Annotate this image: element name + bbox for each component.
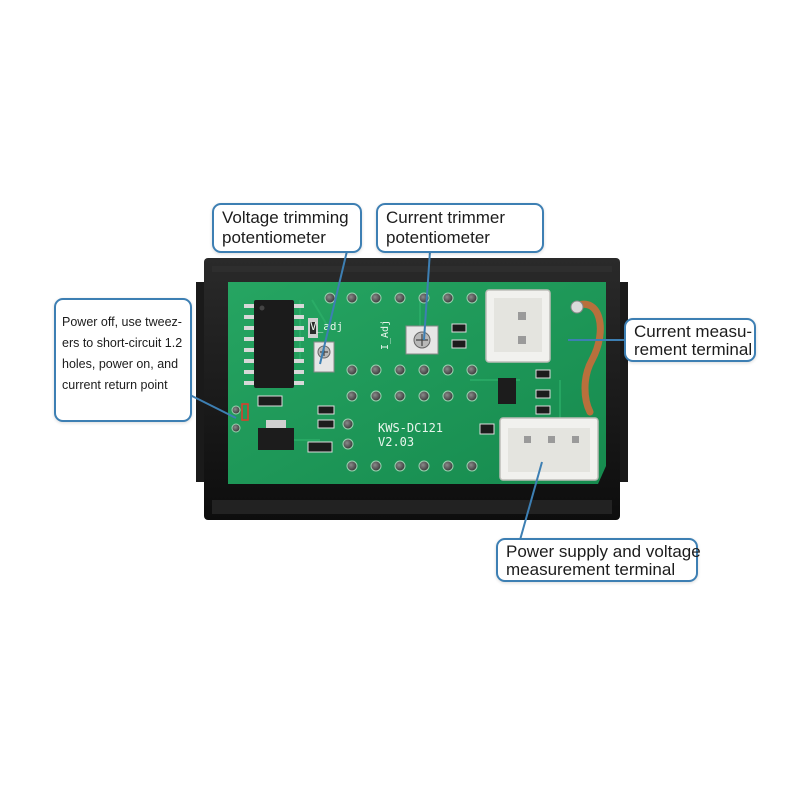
callout-current-terminal: Current measu- rement terminal	[624, 318, 756, 362]
callout-voltage-trimmer-line1: Voltage trimming	[222, 208, 349, 227]
callout-current-terminal-line2: rement terminal	[634, 340, 753, 359]
callout-current-trimmer-line2: potentiometer	[386, 228, 490, 247]
callout-voltage-trimmer-line2: potentiometer	[222, 228, 326, 247]
current-trimmer-pot	[405, 325, 439, 355]
silkscreen-i-adj: I_Adj	[380, 320, 391, 350]
silkscreen-v-adj: V_adj	[310, 320, 343, 333]
shunt-wire	[572, 300, 604, 416]
power-terminal-connector	[499, 417, 599, 481]
callout-power-terminal-line1: Power supply and voltage	[506, 542, 701, 561]
callout-calibration-note: Power off, use tweez- ers to short-circu…	[54, 298, 192, 422]
callout-current-trimmer: Current trimmer potentiometer	[376, 203, 544, 253]
silkscreen-model: KWS-DC121	[378, 421, 443, 435]
current-terminal-connector	[485, 289, 551, 363]
ic-chip	[244, 300, 304, 388]
smd-components	[241, 318, 551, 453]
callout-power-terminal: Power supply and voltage measurement ter…	[496, 538, 701, 582]
callout-current-trimmer-line1: Current trimmer	[386, 208, 506, 227]
through-hole-pads	[231, 292, 478, 472]
callout-power-terminal-line2: measurement terminal	[506, 560, 676, 579]
callout-calibration-note-line3: holes, power on, and	[62, 357, 179, 371]
voltage-trimmer-pot	[313, 341, 335, 373]
callout-calibration-note-line2: ers to short-circuit 1.2	[62, 336, 183, 350]
callout-calibration-note-line4: current return point	[62, 378, 168, 392]
callout-voltage-trimmer: Voltage trimming potentiometer	[212, 203, 362, 253]
silkscreen-version: V2.03	[378, 435, 414, 449]
callout-current-terminal-line1: Current measu-	[634, 322, 753, 341]
callout-calibration-note-line1: Power off, use tweez-	[62, 315, 182, 329]
